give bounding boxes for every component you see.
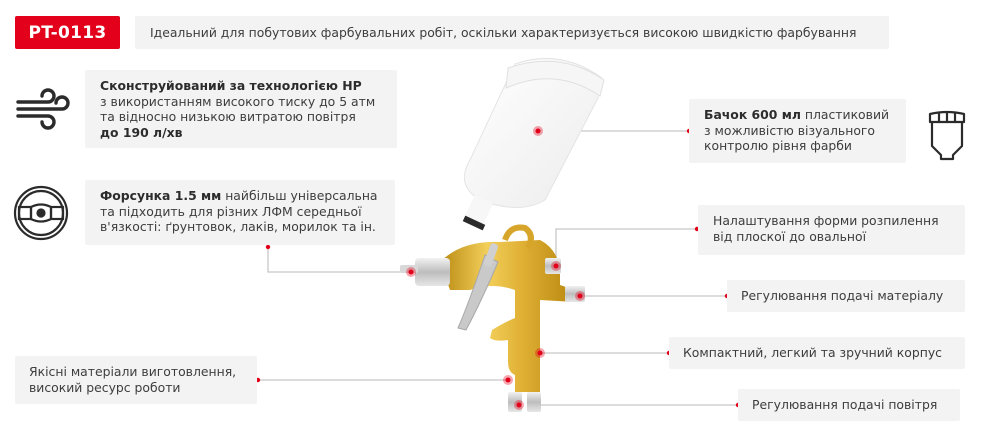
quality-line1: Якісні матеріали виготовлення, bbox=[29, 364, 237, 379]
feature-air-feed: Регулювання подачі повітря bbox=[738, 389, 960, 421]
quality-line2: високий ресурс роботи bbox=[29, 379, 181, 395]
hp-highlight: до 190 л/хв bbox=[100, 124, 183, 140]
model-badge: PT-0113 bbox=[15, 16, 120, 49]
wind-icon bbox=[14, 86, 70, 130]
nozzle-line3: в'язкості: ґрунтовок, лаків, морилок та … bbox=[100, 219, 376, 234]
tank-line3: контролю рівня фарби bbox=[704, 138, 852, 153]
feature-material-feed: Регулювання подачі матеріалу bbox=[727, 280, 965, 312]
feature-body: Компактний, легкий та зручний корпус bbox=[669, 337, 965, 369]
feature-tank: Бачок 600 мл пластиковий з можливістю ві… bbox=[689, 99, 906, 163]
tank-inline: пластиковий bbox=[800, 107, 890, 122]
tank-title: Бачок 600 мл bbox=[704, 107, 801, 122]
hp-title: Сконструйований за технологією HP bbox=[100, 78, 362, 93]
paint-cup-icon bbox=[927, 108, 967, 162]
nozzle-line2: та підходить для різних ЛФМ середньої bbox=[100, 203, 362, 219]
paint-cup bbox=[462, 58, 605, 231]
tagline-text: Ідеальний для побутових фарбувальних роб… bbox=[150, 24, 857, 40]
hotspots bbox=[406, 126, 585, 410]
hp-line2: та відносно низькою витратою повітря bbox=[100, 109, 356, 124]
body-text: Компактний, легкий та зручний корпус bbox=[683, 345, 942, 361]
air-feed-text: Регулювання подачі повітря bbox=[752, 397, 938, 413]
nozzle-inline: найбільш універсальна bbox=[221, 188, 378, 203]
spray-line2: від плоскої до овальної bbox=[713, 228, 867, 244]
nozzle-title: Форсунка 1.5 мм bbox=[100, 188, 222, 203]
spray-gun-body bbox=[400, 224, 585, 412]
tagline-box: Ідеальний для побутових фарбувальних роб… bbox=[135, 16, 889, 49]
hp-line1: з використанням високого тиску до 5 атм bbox=[100, 93, 376, 109]
tank-line2: з можливістю візуального bbox=[704, 122, 875, 138]
feature-spray-pattern: Налаштування форми розпилення від плоско… bbox=[698, 205, 965, 255]
spray-line1: Налаштування форми розпилення bbox=[713, 213, 939, 228]
material-feed-text: Регулювання подачі матеріалу bbox=[741, 288, 944, 304]
nozzle-icon bbox=[13, 185, 69, 241]
feature-nozzle: Форсунка 1.5 мм найбільш універсальна та… bbox=[85, 180, 395, 245]
feature-hp-technology: Сконструйований за технологією HP з вико… bbox=[85, 70, 397, 148]
feature-quality: Якісні матеріали виготовлення, високий р… bbox=[15, 356, 257, 404]
connector-lines bbox=[258, 130, 738, 406]
